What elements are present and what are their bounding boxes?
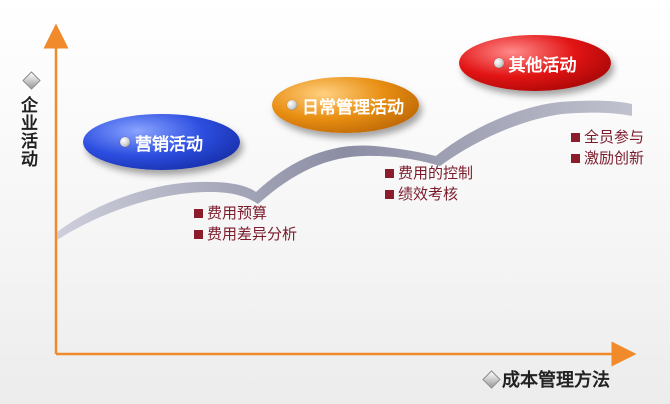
list-item: 费用预算: [194, 203, 297, 224]
stage-oval-marketing: 营销活动: [83, 114, 240, 170]
growth-curve: [57, 100, 632, 240]
y-axis-label: 企业活动: [17, 96, 37, 168]
square-bullet-icon: [571, 154, 580, 163]
stage-title: 营销活动: [135, 134, 203, 155]
stage-title: 日常管理活动: [302, 97, 404, 118]
square-bullet-icon: [194, 209, 203, 218]
square-bullet-icon: [385, 190, 394, 199]
square-bullet-icon: [194, 230, 203, 239]
square-bullet-icon: [571, 133, 580, 142]
bullet-icon: [120, 137, 130, 147]
stage-items-marketing: 费用预算 费用差异分析: [194, 203, 297, 245]
square-bullet-icon: [385, 169, 394, 178]
list-item: 费用的控制: [385, 163, 473, 184]
list-item: 绩效考核: [385, 184, 473, 205]
stage-oval-other: 其他活动: [459, 35, 611, 91]
list-item: 费用差异分析: [194, 224, 297, 245]
stage-title: 其他活动: [508, 55, 577, 76]
list-item: 激励创新: [571, 148, 644, 169]
bullet-icon: [493, 58, 504, 68]
x-axis-label: 成本管理方法: [502, 370, 610, 391]
bullet-icon: [287, 100, 297, 110]
stage-oval-daily-management: 日常管理活动: [272, 77, 419, 133]
list-item: 全员参与: [571, 127, 644, 148]
stage-items-daily-management: 费用的控制 绩效考核: [385, 163, 473, 205]
stage-items-other: 全员参与 激励创新: [571, 127, 644, 169]
